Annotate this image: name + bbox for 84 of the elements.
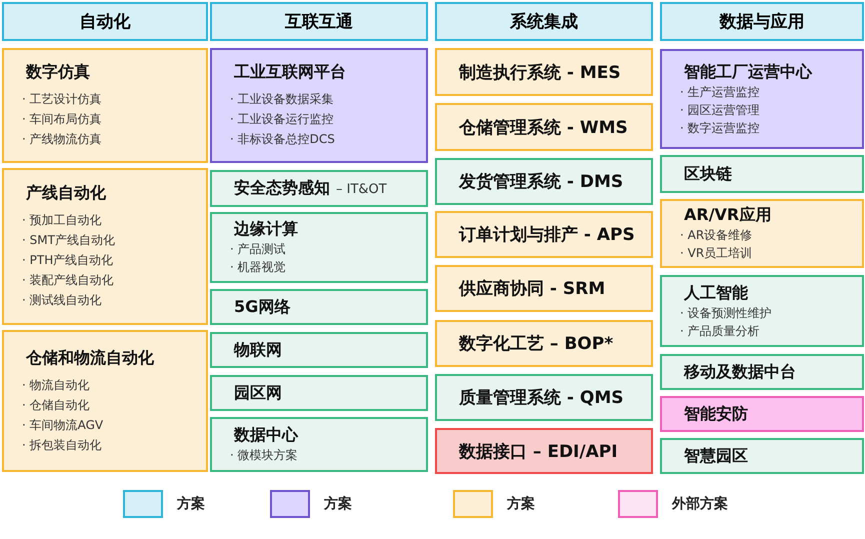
card-title: 智能安防: [684, 404, 749, 424]
bullet-item: · 工艺设计仿真: [22, 91, 103, 108]
column-header: 自动化: [2, 2, 208, 41]
solution-card: [435, 158, 653, 205]
solution-card: [210, 375, 428, 411]
bullet-item: · PTH产线自动化: [22, 252, 114, 269]
bullet-item: · 拆包装自动化: [22, 436, 103, 454]
card-title: 数字仿真: [26, 62, 91, 83]
card-title: 产线自动化: [26, 183, 107, 204]
bullet-item: · 产线物流仿真: [22, 131, 103, 148]
bullet-item: · 工业设备运行监控: [230, 111, 335, 128]
card-title: 制造执行系统 - MES: [459, 62, 622, 84]
solution-card: [435, 48, 653, 96]
card-title: 质量管理系统 - QMS: [459, 387, 625, 409]
bullet-item: · 数字运营监控: [680, 120, 761, 136]
card-title: 数据中心: [234, 425, 300, 446]
bullet-item: · 机器视觉: [230, 259, 287, 276]
column-header: 互联互通: [210, 2, 428, 41]
card-title: 数字化工艺 – BOP*: [459, 333, 614, 355]
solution-card: [435, 320, 653, 367]
bullet-item: · 非标设备总控DCS: [230, 131, 336, 148]
bullet-item: · AR设备维修: [680, 227, 754, 244]
card-title: 边缘计算: [234, 219, 299, 240]
legend-label: 方案: [324, 495, 352, 513]
card-title: 园区网: [234, 382, 283, 404]
card-title: 人工智能: [684, 282, 749, 304]
solution-card: [210, 417, 428, 472]
solution-card: [435, 211, 653, 258]
bullet-item: · 仓储自动化: [22, 396, 91, 414]
bullet-item: · 园区运营管理: [680, 102, 761, 118]
solution-card: [435, 103, 653, 151]
bullet-item: · 工业设备数据采集: [230, 91, 335, 108]
solution-card: [2, 48, 208, 163]
solution-card: [435, 265, 653, 312]
card-title: 移动及数据中台: [684, 362, 797, 382]
solution-card: [660, 275, 864, 347]
card-subtitle: – IT&OT: [336, 182, 387, 197]
solution-card: [660, 155, 864, 193]
card-title: 智慧园区: [684, 446, 749, 466]
card-title: 智能工厂运营中心: [684, 62, 814, 82]
card-title: 安全态势感知: [234, 178, 330, 199]
solution-card: [660, 49, 864, 149]
bullet-item: · VR员工培训: [680, 245, 754, 262]
solution-card: [660, 354, 864, 390]
solution-card: [210, 289, 428, 325]
card-title: 仓储管理系统 - WMS: [459, 116, 629, 138]
card-title: 物联网: [234, 340, 283, 360]
solution-card: [435, 428, 653, 474]
card-title: 订单计划与排产 - APS: [459, 224, 636, 246]
solution-card: [210, 48, 428, 163]
legend-label: 方案: [507, 495, 535, 513]
card-title: 5G网络: [234, 296, 292, 318]
bullet-item: · 生产运营监控: [680, 84, 761, 100]
bullet-item: · 产品质量分析: [680, 322, 761, 340]
bullet-item: · SMT产线自动化: [22, 232, 116, 249]
card-title: 发货管理系统 - DMS: [459, 171, 624, 193]
solution-card: [210, 212, 428, 283]
solution-card: [2, 168, 208, 325]
bullet-item: · 测试线自动化: [22, 292, 103, 309]
bullet-item: · 车间布局仿真: [22, 111, 103, 128]
column-header: 系统集成: [435, 2, 653, 41]
solution-card: [210, 170, 428, 207]
legend-label: 外部方案: [672, 495, 728, 513]
solution-card: [660, 396, 864, 432]
card-title: 仓储和物流自动化: [26, 348, 155, 368]
card-title: 供应商协同 - SRM: [459, 278, 606, 300]
solution-card: [660, 438, 864, 474]
card-title: 工业互联网平台: [234, 62, 347, 83]
bullet-item: · 微模块方案: [230, 447, 299, 464]
card-title: AR/VR应用: [684, 205, 772, 226]
card-title: 区块链: [684, 164, 733, 184]
solution-card: [2, 330, 208, 472]
solution-card: [210, 332, 428, 368]
card-title: 数据接口 – EDI/API: [459, 440, 619, 462]
solution-card: [660, 199, 864, 268]
bullet-item: · 设备预测性维护: [680, 304, 773, 322]
bullet-item: · 预加工自动化: [22, 212, 103, 229]
solution-card: [435, 374, 653, 421]
bullet-item: · 车间物流AGV: [22, 416, 104, 434]
bullet-item: · 产品测试: [230, 241, 287, 258]
column-header: 数据与应用: [660, 2, 864, 41]
bullet-item: · 物流自动化: [22, 376, 91, 394]
bullet-item: · 装配产线自动化: [22, 272, 115, 289]
legend-label: 方案: [177, 495, 205, 513]
